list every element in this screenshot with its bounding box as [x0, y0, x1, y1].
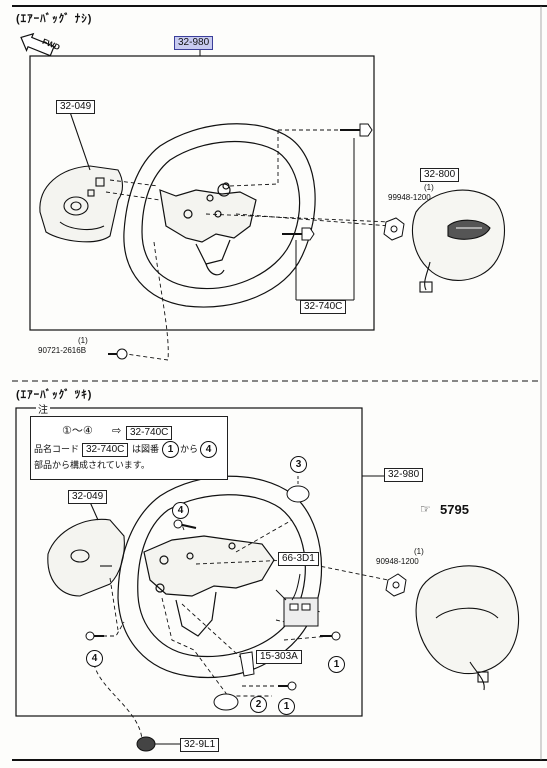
section-title-no-airbag: (ｴｱｰﾊﾞｯｸﾞ ﾅｼ) [16, 13, 93, 25]
top-steering-wheel [123, 123, 316, 308]
bottom-grommet-label[interactable]: 32-9L1 [180, 738, 220, 752]
bottom-cap-3 [286, 485, 310, 503]
bottom-nut [385, 573, 407, 597]
bottom-cap-2 [213, 693, 239, 711]
bottom-connector [275, 573, 319, 627]
bottom-nut-label[interactable]: 90948-1200 [376, 557, 419, 566]
top-screw-label[interactable]: 90721-2616B [38, 346, 87, 355]
airbag-ref-label[interactable]: 5795 [440, 502, 469, 517]
callout-4-upper: 4 [172, 502, 189, 519]
top-frame-ref-label[interactable]: 32-980 [174, 36, 214, 50]
bottom-connector-label[interactable]: 66-3D1 [278, 552, 319, 566]
bottom-grommet [136, 736, 156, 752]
top-horn-pad [412, 189, 505, 293]
callout-1-lower: 1 [278, 698, 295, 715]
callout-3: 3 [290, 456, 307, 473]
fwd-arrow [20, 32, 55, 57]
top-horn-pad-label[interactable]: 32-800 [420, 168, 460, 182]
top-frame [29, 55, 375, 331]
airbag-ref-arrow-icon: ☞ [420, 502, 431, 516]
note-range: ①～④ [62, 425, 93, 437]
bottom-bolt-4-lower [85, 631, 104, 641]
top-column-cover-label[interactable]: 32-049 [56, 100, 96, 114]
top-nut-label[interactable]: 99948-1200 [388, 193, 431, 202]
bottom-frame [15, 407, 363, 717]
note-arrow: ⇨ [112, 425, 122, 437]
note-ref-1: 32-740C [126, 426, 173, 440]
note-line2-a: 品名コード [34, 444, 80, 454]
note-line3: 部品から構成されています。 [34, 460, 150, 470]
section-title-with-airbag: (ｴｱｰﾊﾞｯｸﾞ ﾂｷ) [16, 389, 93, 401]
top-screw-qty: (1) [78, 336, 88, 345]
bottom-nut-qty: (1) [414, 547, 424, 556]
bottom-bolt-right [320, 631, 341, 641]
note-callout-4: 4 [200, 441, 217, 458]
callout-1-right: 1 [328, 656, 345, 673]
top-bolt-upper [340, 123, 373, 137]
callout-4-lower: 4 [86, 650, 103, 667]
note-line2-b: は図番 [132, 444, 160, 454]
callout-2: 2 [250, 696, 267, 713]
bottom-sensor-label[interactable]: 15-303A [256, 650, 302, 664]
top-nut [383, 217, 405, 241]
bottom-bolt-4-upper [173, 519, 197, 529]
bottom-column-cover [47, 501, 125, 597]
bottom-column-cover-label[interactable]: 32-049 [68, 490, 108, 504]
note-heading: 注 [36, 405, 50, 416]
top-bolts-label[interactable]: 32-740C [300, 300, 347, 314]
bottom-airbag-module [415, 565, 520, 691]
top-horn-pad-qty: (1) [424, 183, 434, 192]
note-ref-2: 32-740C [82, 443, 129, 457]
note-line2-c: から [180, 444, 199, 454]
bottom-steering-wheel [117, 475, 323, 679]
top-leaders [105, 129, 391, 361]
top-screw [108, 348, 128, 360]
note-callout-1: 1 [162, 441, 179, 458]
bottom-sensor [239, 651, 255, 677]
bottom-frame-ref-label[interactable]: 32-980 [384, 468, 424, 482]
top-bolt-lower [282, 227, 315, 241]
top-column-cover [39, 111, 124, 243]
bottom-bolt-lower [278, 681, 297, 691]
